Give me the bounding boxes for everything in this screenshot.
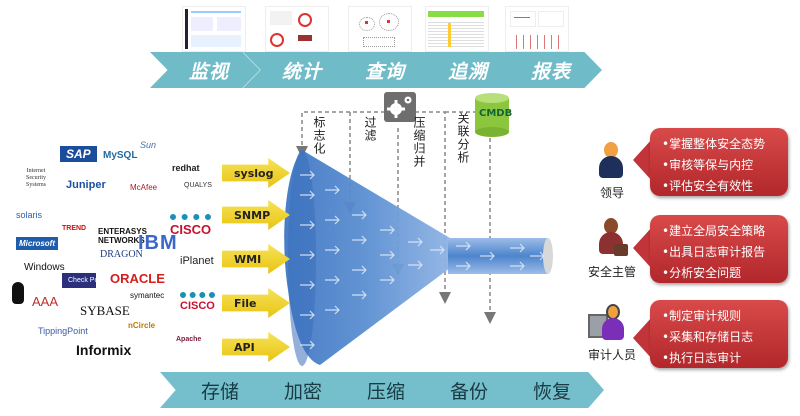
step-report: 报表	[492, 52, 602, 88]
logo-ibm: IBM	[138, 232, 178, 254]
logo-sybase: SYBASE	[80, 303, 130, 318]
step-query-label: 查询	[364, 60, 405, 83]
funnel-diagram	[284, 92, 553, 366]
step-restore-label: 恢复	[532, 380, 571, 403]
step-trace-label: 追溯	[447, 60, 488, 83]
duty-item: •采集和存储日志	[662, 330, 754, 344]
logo-apache: Apache	[176, 336, 202, 343]
role-auditor-name: 审计人员	[587, 348, 636, 362]
logo-sap: SAP	[60, 146, 97, 162]
duty-item: •执行日志审计	[662, 351, 742, 365]
logo-redhat: redhat	[172, 163, 200, 173]
role-leader-name: 领导	[599, 186, 624, 200]
step-statistics-label: 统计	[281, 60, 322, 83]
security-manager-avatar-icon	[596, 218, 628, 260]
duty-item: •掌握整体安全态势	[662, 137, 766, 151]
logo-cisco-top: CISCO	[170, 214, 212, 237]
funnel-mouth	[288, 150, 316, 366]
step-compress-label: 压缩	[366, 380, 405, 403]
duty-item: •出具日志审计报告	[662, 245, 766, 259]
logo-trend: TREND	[62, 225, 87, 232]
role-leader-duties: •掌握整体安全态势 •审核等保与内控 •评估安全有效性	[650, 128, 788, 196]
logo-qualys: QUALYS	[184, 182, 212, 189]
logo-linux-tux	[12, 282, 24, 304]
logo-ncircle: nCircle	[128, 321, 156, 330]
logo-juniper: Juniper	[66, 179, 106, 191]
role-security-manager-duties: •建立全局安全策略 •出具日志审计报告 •分析安全问题	[650, 215, 788, 283]
step-restore: 恢复	[492, 372, 604, 408]
step-encrypt-label: 加密	[283, 380, 322, 403]
role-security-manager-name: 安全主管	[587, 265, 636, 279]
monitor-thumbnail	[182, 6, 246, 52]
trace-thumbnail	[425, 6, 489, 52]
statistics-thumbnail	[265, 6, 329, 52]
query-thumbnail	[348, 6, 412, 52]
process-step-compress-merge: 压缩归并	[412, 116, 426, 168]
duty-item: •分析安全问题	[662, 266, 742, 280]
logo-dragon: DRAGON	[100, 249, 143, 260]
step-report-label: 报表	[530, 60, 571, 83]
report-thumbnail	[505, 6, 569, 52]
cmdb-label: CMDB	[479, 108, 513, 119]
process-step-correlation: 关联分析	[456, 112, 470, 164]
step-monitor: 监视	[150, 52, 260, 88]
duty-item: •审核等保与内控	[662, 158, 754, 172]
duty-item: •评估安全有效性	[662, 179, 754, 193]
logo-solaris: solaris	[16, 210, 43, 220]
gear-icon	[387, 96, 412, 118]
logo-tippingpoint: TippingPoint	[38, 326, 88, 336]
process-step-normalize: 标志化	[312, 116, 326, 155]
step-storage-label: 存储	[200, 380, 239, 403]
role-auditor-duties: •制定审计规则 •采集和存储日志 •执行日志审计	[650, 300, 788, 368]
logo-windows: Windows	[24, 262, 65, 273]
cmdb-database-icon	[475, 93, 509, 137]
logo-cisco-bottom: CISCO	[180, 292, 215, 312]
step-monitor-label: 监视	[188, 60, 229, 83]
duty-item: •制定审计规则	[662, 309, 742, 323]
logo-iss: Internet Security Systems	[25, 168, 46, 188]
duty-item: •建立全局安全策略	[662, 224, 766, 238]
logo-enterasys: ENTERASYS NETWORKS	[98, 227, 147, 245]
logo-oracle: ORACLE	[110, 271, 165, 286]
logo-mysql: MySQL	[103, 150, 138, 161]
logo-aaa: AAA	[32, 294, 59, 309]
flow-arrows	[300, 170, 545, 350]
logo-symantec: symantec	[130, 291, 165, 300]
leader-avatar-icon	[596, 142, 626, 182]
logo-mcafee: McAfee	[130, 183, 158, 192]
funnel-body	[284, 150, 450, 365]
process-step-filter: 过滤	[363, 116, 377, 142]
auditor-avatar-icon	[588, 304, 628, 344]
step-backup-label: 备份	[449, 380, 488, 403]
logo-informix: Informix	[76, 342, 132, 358]
logo-microsoft: Microsoft	[16, 237, 58, 250]
logo-sun: Sun	[140, 140, 157, 150]
logo-checkpoint: Check Point	[62, 273, 106, 288]
logo-iplanet: iPlanet	[180, 255, 214, 267]
